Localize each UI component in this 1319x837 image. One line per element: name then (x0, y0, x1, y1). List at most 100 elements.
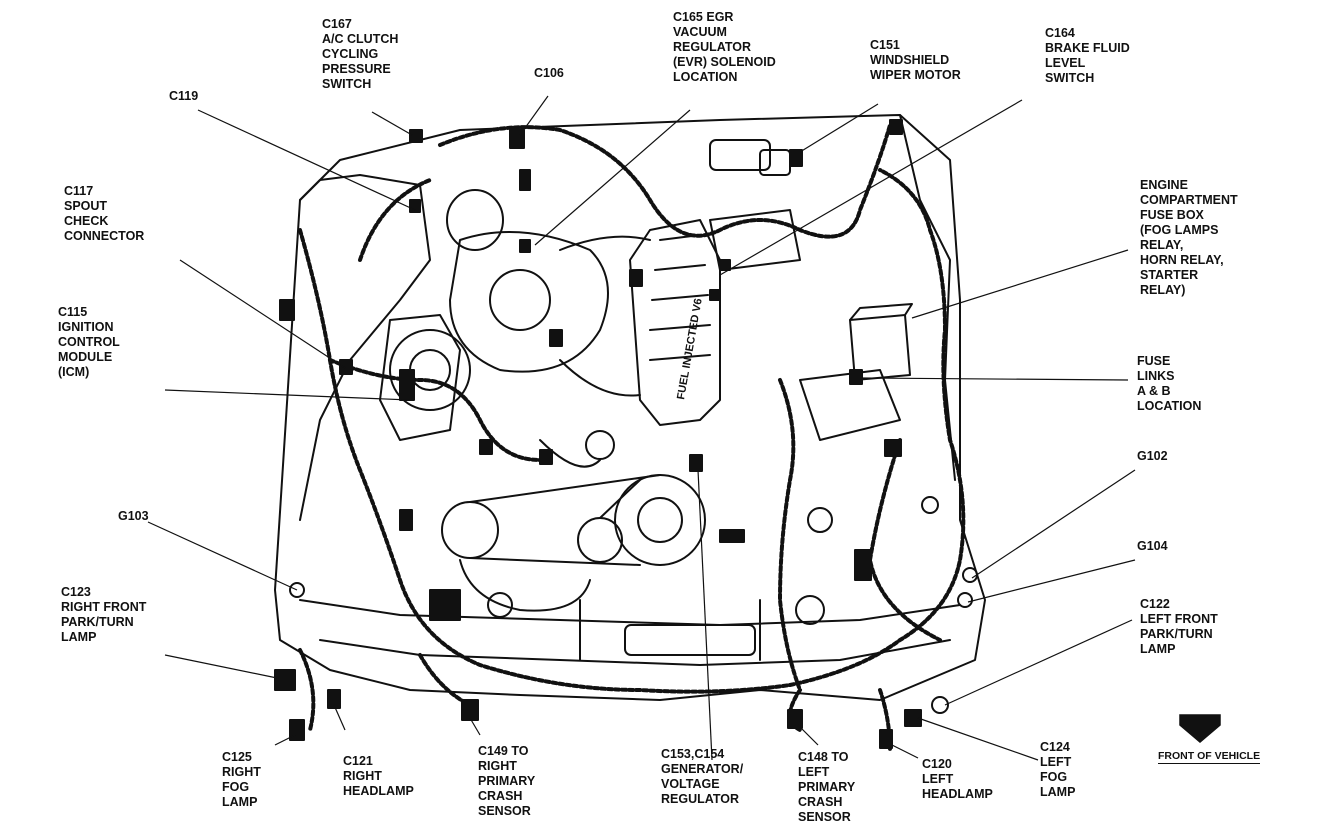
label-line: LOCATION (673, 70, 738, 84)
label-line: VOLTAGE (661, 777, 720, 791)
label-line: SENSOR (798, 810, 851, 824)
label-line: LEFT FRONT (1140, 612, 1218, 626)
label-line: G104 (1137, 539, 1168, 553)
label-g104: G104 (1137, 539, 1168, 554)
label-line: LEFT (798, 765, 830, 779)
leader-lines (147, 95, 1136, 761)
label-line: FOG (1040, 770, 1068, 784)
label-line: HEADLAMP (922, 787, 993, 801)
front-of-vehicle-arrow (1179, 714, 1221, 743)
label-line: LAMP (222, 795, 258, 809)
label-line: RIGHT (478, 759, 517, 773)
label-line: LAMP (61, 630, 97, 644)
label-g103: G103 (118, 509, 149, 524)
label-line: C165 EGR (673, 10, 734, 24)
alternator (389, 329, 471, 411)
label-line: LAMP (1140, 642, 1176, 656)
label-line: C119 (169, 89, 199, 103)
label-line: IGNITION (58, 320, 114, 334)
right-fender (299, 174, 431, 521)
crank-pulley (614, 474, 706, 566)
label-line: PRIMARY (798, 780, 856, 794)
label-line: C115 (58, 305, 88, 319)
label-line: FUSE BOX (1140, 208, 1204, 222)
label-c119: C119 (169, 89, 198, 104)
label-line: LEFT (922, 772, 954, 786)
label-line: ENGINE (1140, 178, 1188, 192)
label-line: (FOG LAMPS (1140, 223, 1219, 237)
label-line: C123 (61, 585, 91, 599)
label-line: (ICM) (58, 365, 90, 379)
radiator-support (299, 599, 961, 626)
label-line: STARTER (1140, 268, 1199, 282)
label-line: CRASH (478, 789, 523, 803)
label-line: LAMP (1040, 785, 1076, 799)
label-g102: G102 (1137, 449, 1168, 464)
label-line: PRIMARY (478, 774, 536, 788)
label-line: WIPER MOTOR (870, 68, 961, 82)
label-line: SENSOR (478, 804, 531, 818)
label-line: FOG (222, 780, 250, 794)
label-line: LEVEL (1045, 56, 1086, 70)
label-line: BRAKE FLUID (1045, 41, 1130, 55)
label-line: PARK/TURN (61, 615, 134, 629)
label-line: C106 (534, 66, 564, 80)
label-line: GENERATOR/ (661, 762, 744, 776)
label-line: C121 (343, 754, 373, 768)
label-line: C120 (922, 757, 952, 771)
label-line: COMPARTMENT (1140, 193, 1238, 207)
label-line: RIGHT FRONT (61, 600, 147, 614)
label-line: C148 TO (798, 750, 849, 764)
label-line: C167 (322, 17, 352, 31)
label-line: HEADLAMP (343, 784, 414, 798)
label-line: FUSE (1137, 354, 1171, 368)
label-line: SPOUT (64, 199, 108, 213)
label-line: LOCATION (1137, 399, 1202, 413)
fuse-box (849, 314, 911, 381)
left-fender (899, 114, 956, 481)
front-of-vehicle-label: FRONT OF VEHICLE (1158, 750, 1261, 764)
label-line: G103 (118, 509, 149, 523)
label-line: CHECK (64, 214, 109, 228)
label-line: RELAY) (1140, 283, 1186, 297)
wiring-harness (298, 168, 966, 694)
label-line: CRASH (798, 795, 843, 809)
label-line: REGULATOR (661, 792, 740, 806)
label-line: C117 (64, 184, 94, 198)
label-line: A & B (1137, 384, 1171, 398)
label-line: CONTROL (58, 335, 120, 349)
label-line: C153,C154 (661, 747, 725, 761)
throttle-body (449, 231, 609, 373)
label-line: REGULATOR (673, 40, 752, 54)
label-line: LINKS (1137, 369, 1175, 383)
label-line: A/C CLUTCH (322, 32, 399, 46)
label-line: PRESSURE (322, 62, 391, 76)
engine-bay-outline (274, 114, 986, 701)
label-line: C122 (1140, 597, 1170, 611)
label-line: CONNECTOR (64, 229, 145, 243)
label-line: MODULE (58, 350, 113, 364)
label-line: HORN RELAY, (1140, 253, 1224, 267)
label-line: RIGHT (343, 769, 382, 783)
label-line: C124 (1040, 740, 1070, 754)
label-line: RELAY, (1140, 238, 1184, 252)
label-line: C149 TO (478, 744, 529, 758)
label-line: SWITCH (322, 77, 372, 91)
